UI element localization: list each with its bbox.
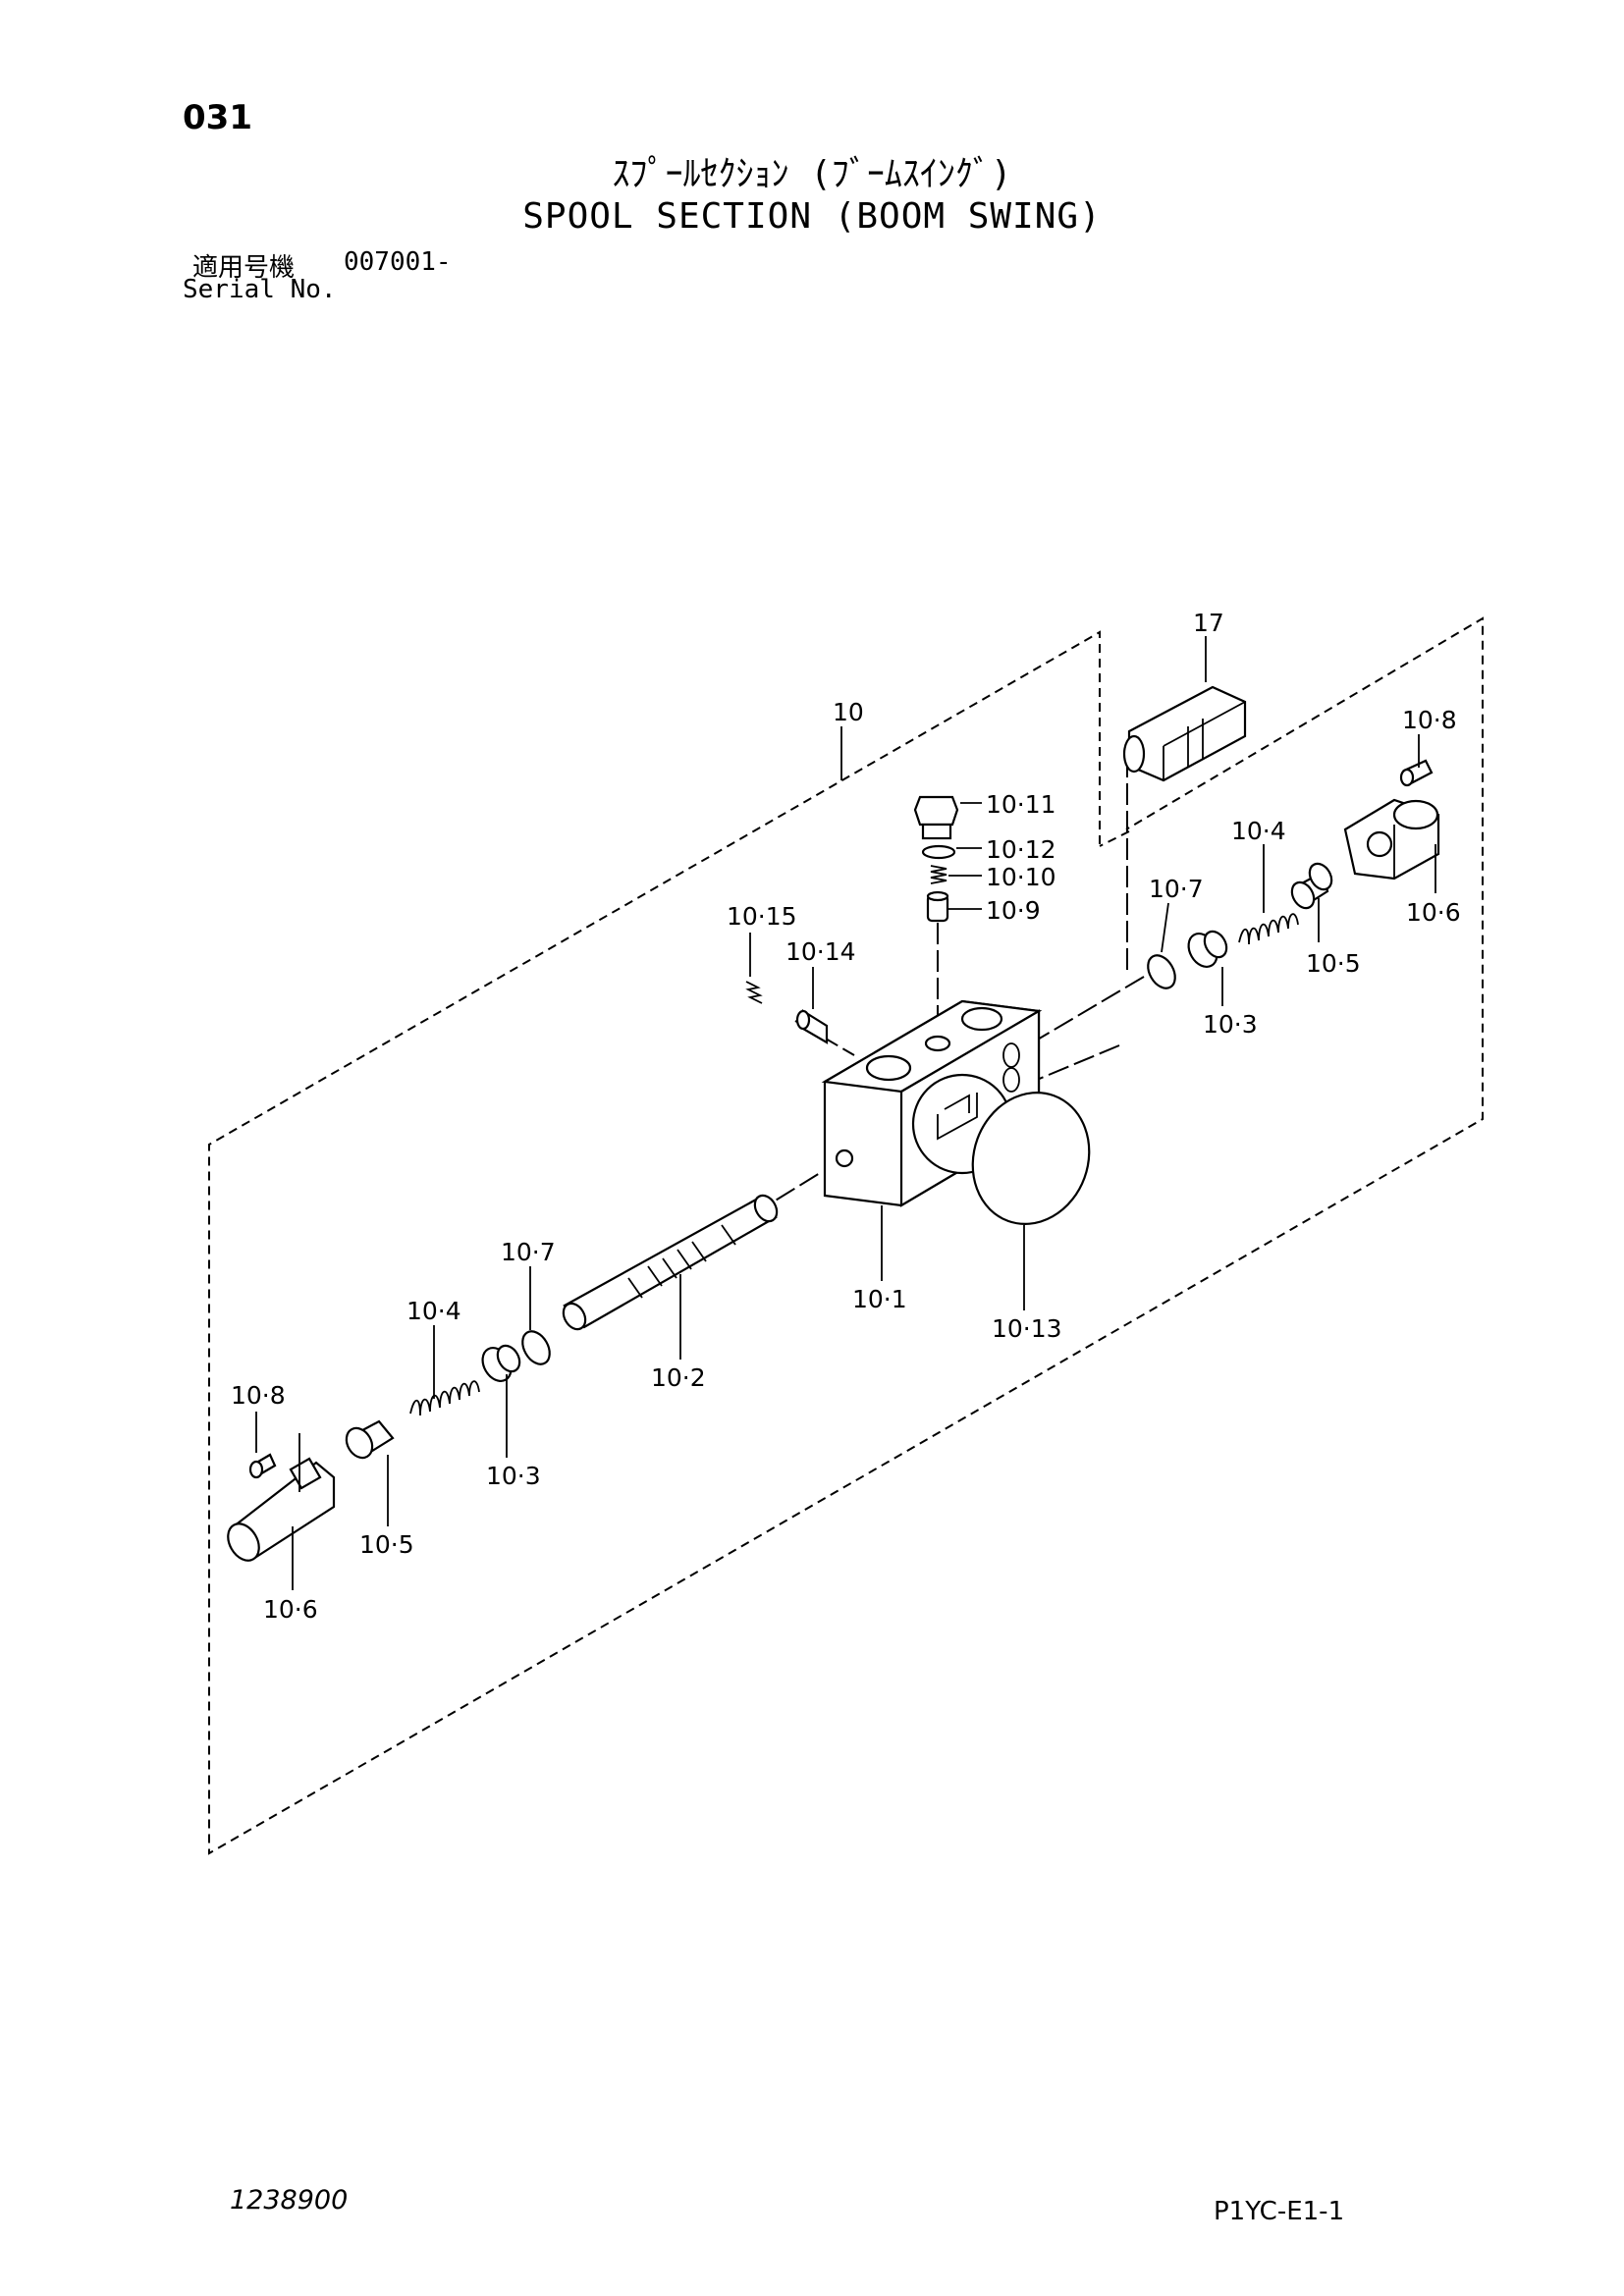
end-cover-left-icon <box>227 1433 336 1562</box>
serial-number-value: 007001- <box>344 247 452 277</box>
spool-icon <box>562 1194 779 1331</box>
callout-17: 17 <box>1193 609 1224 637</box>
callout-10-7-right: 10·7 <box>1149 875 1204 903</box>
callout-10-9: 10·9 <box>986 896 1041 925</box>
callout-10-5-right: 10·5 <box>1306 949 1361 978</box>
callout-10-6-left: 10·6 <box>263 1595 318 1624</box>
end-cover-right-icon <box>1343 798 1440 881</box>
callout-10-14: 10·14 <box>785 937 856 966</box>
screw-right-icon <box>1399 759 1434 787</box>
callout-10-10: 10·10 <box>986 863 1056 891</box>
spring-cap-left-icon <box>345 1419 395 1460</box>
axis-line-upper <box>1035 976 1145 1041</box>
o-ring-left-icon <box>521 1330 551 1365</box>
o-ring-icon <box>921 844 956 860</box>
spring-seat-right-icon <box>1187 930 1228 968</box>
assembly-boundary <box>208 616 1484 1855</box>
plug-icon <box>913 795 959 840</box>
callout-10-13: 10·13 <box>992 1314 1062 1343</box>
small-plug-icon <box>745 981 763 1004</box>
spring-right-icon <box>1238 913 1299 945</box>
leader-10-7-right <box>1161 902 1169 953</box>
spring-seat-left-icon <box>481 1344 521 1382</box>
page-title: SPOOL SECTION (BOOM SWING) <box>522 196 1102 237</box>
spring-left-icon <box>409 1380 480 1416</box>
drawing-number: 1238900 <box>230 2185 349 2216</box>
screw-left-icon <box>248 1453 277 1479</box>
callout-10-15: 10·15 <box>727 902 797 931</box>
spring-cap-right-icon <box>1290 862 1333 910</box>
boundary-notch <box>1099 830 1130 847</box>
serial-label: Serial No. <box>183 275 337 304</box>
callout-10-8-right: 10·8 <box>1402 706 1457 734</box>
callout-10-4-left: 10·4 <box>406 1297 461 1325</box>
callout-10-5-left: 10·5 <box>359 1530 414 1559</box>
title-japanese: ｽﾌﾟｰﾙｾｸｼｮﾝ (ﾌﾞｰﾑｽｲﾝｸﾞ) <box>612 154 1012 194</box>
callout-10-4-right: 10·4 <box>1231 817 1286 845</box>
relief-valve-icon <box>1122 685 1247 782</box>
serial-label-japanese: 適用号機 <box>192 253 296 283</box>
callout-10-8-left: 10·8 <box>231 1381 286 1410</box>
pin-icon <box>795 1009 829 1044</box>
callout-10-12: 10·12 <box>986 835 1056 864</box>
page-code: P1YC-E1-1 <box>1214 2197 1345 2226</box>
callout-10-3-left: 10·3 <box>486 1462 541 1490</box>
spring-icon <box>930 865 947 884</box>
page-number: 031 <box>183 98 252 137</box>
large-o-ring-icon <box>971 1091 1091 1226</box>
callout-10-7-left: 10·7 <box>501 1238 556 1266</box>
callout-10-2: 10·2 <box>651 1363 706 1392</box>
o-ring-right-icon <box>1147 954 1176 989</box>
check-valve-icon <box>926 890 949 923</box>
callout-10-1: 10·1 <box>852 1285 907 1313</box>
callout-10-6-right: 10·6 <box>1406 898 1461 927</box>
callout-10: 10 <box>833 698 864 726</box>
callout-10-3-right: 10·3 <box>1203 1010 1258 1039</box>
callout-10-11: 10·11 <box>986 790 1056 819</box>
